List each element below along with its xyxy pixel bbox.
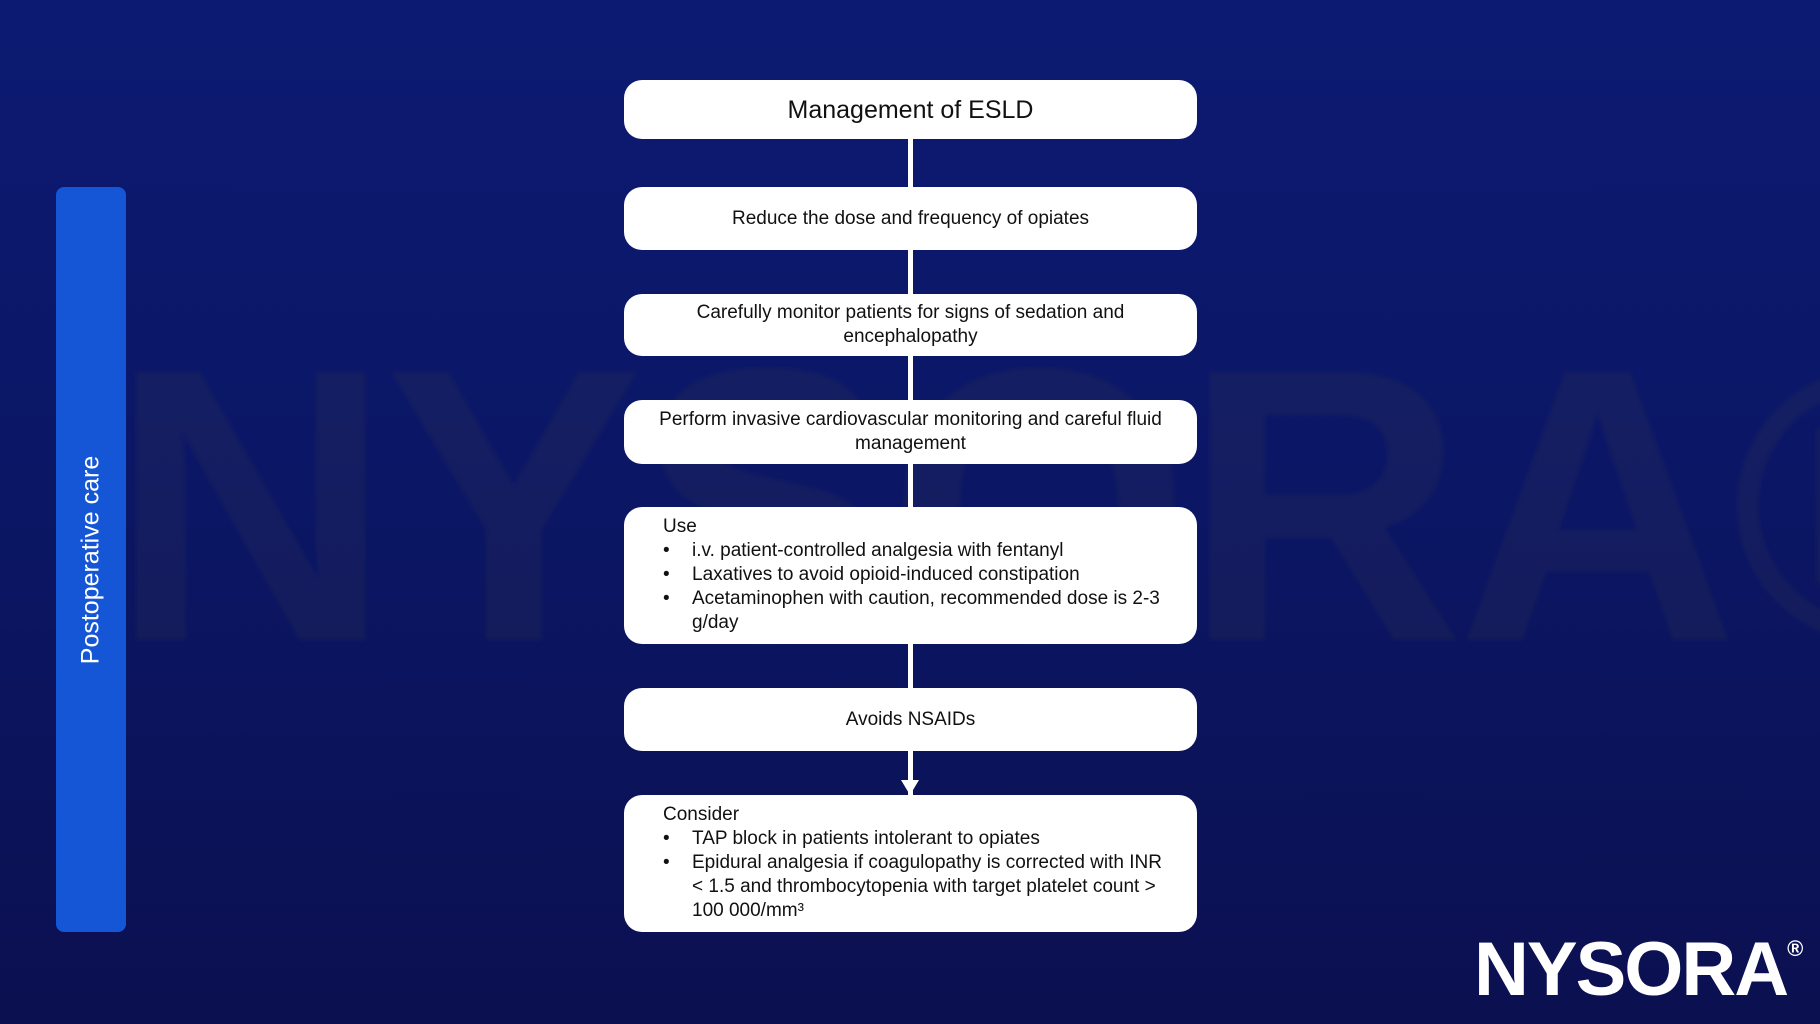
step-text: Reduce the dose and frequency of opiates (731, 207, 1090, 229)
step-text: Carefully monitor patients for signs of … (696, 302, 1125, 347)
nysora-logo: NYSORA® (1474, 932, 1803, 1008)
avoid-box: Avoids NSAIDs (624, 688, 1197, 751)
list-item: Epidural analgesia if coagulopathy is co… (663, 851, 1167, 923)
list-item: i.v. patient-controlled analgesia with f… (663, 539, 1167, 563)
step-box: Reduce the dose and frequency of opiates (624, 187, 1197, 250)
step-box: Perform invasive cardiovascular monitori… (624, 400, 1197, 464)
consider-box: Consider TAP block in patients intoleran… (624, 795, 1197, 932)
step-box: Carefully monitor patients for signs of … (624, 294, 1197, 356)
arrow-down-icon (901, 780, 919, 795)
section-sidebar: Postoperative care (56, 187, 126, 932)
use-heading: Use (663, 516, 697, 537)
step-text: Perform invasive cardiovascular monitori… (659, 409, 1162, 454)
step-text: Avoids NSAIDs (845, 708, 976, 730)
diagram-title: Management of ESLD (787, 95, 1034, 124)
registered-mark: ® (1787, 936, 1803, 961)
section-label: Postoperative care (76, 455, 105, 664)
list-item: Acetaminophen with caution, recommended … (663, 587, 1167, 635)
flow-connector (908, 139, 913, 799)
title-box: Management of ESLD (624, 80, 1197, 139)
consider-heading: Consider (663, 804, 740, 825)
logo-text: NYSORA (1474, 927, 1789, 1012)
list-item: Laxatives to avoid opioid-induced consti… (663, 563, 1167, 587)
list-item: TAP block in patients intolerant to opia… (663, 827, 1167, 851)
use-box: Use i.v. patient-controlled analgesia wi… (624, 507, 1197, 644)
